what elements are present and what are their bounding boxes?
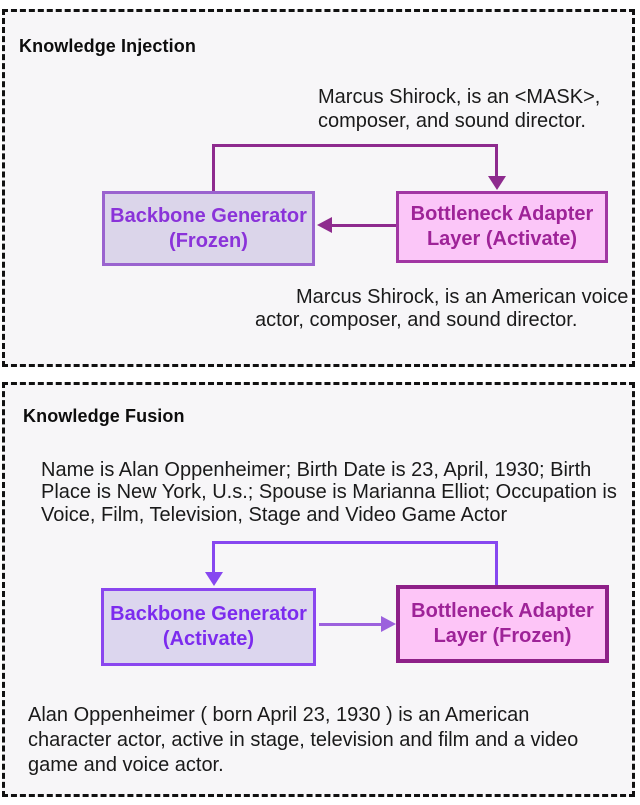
knowledge-fusion-panel: Knowledge Fusion Name is Alan Oppenheime… <box>2 382 635 797</box>
bottleneck-adapter-frozen-box: Bottleneck Adapter Layer (Frozen) <box>396 585 609 663</box>
knowledge-injection-title: Knowledge Injection <box>19 36 196 56</box>
arrowhead-down-icon <box>205 572 223 586</box>
knowledge-injection-panel: Knowledge Injection Marcus Shirock, is a… <box>2 9 635 367</box>
arrowhead-left-icon <box>317 217 332 233</box>
backbone-box-label-line2: (Frozen) <box>169 229 248 252</box>
masked-input-text-line2: composer, and sound director. <box>318 110 586 132</box>
fused-output-text-line1: Alan Oppenheimer ( born April 23, 1930 )… <box>28 704 530 726</box>
fused-output-text-line2: character actor, active in stage, televi… <box>28 729 579 751</box>
backbone-box-label-line1: Backbone Generator <box>110 603 307 625</box>
generated-output-text-line1: Marcus Shirock, is an American voice <box>296 286 629 308</box>
masked-input-text-line1: Marcus Shirock, is an <MASK>, <box>318 86 601 108</box>
backbone-generator-frozen-box: Backbone Generator (Frozen) <box>102 191 315 266</box>
adapter-box-label-line2: Layer (Frozen) <box>433 625 572 647</box>
backbone-box-label-line1: Backbone Generator <box>110 204 307 227</box>
injection-transfer-arrow-line <box>331 224 396 227</box>
adapter-box-label-line2: Layer (Activate) <box>426 228 578 250</box>
backbone-generator-activate-box: Backbone Generator (Activate) <box>101 588 316 666</box>
adapter-box-label-line1: Bottleneck Adapter <box>411 600 594 622</box>
fused-output-text-line3: game and voice actor. <box>28 754 224 776</box>
fact-input-text-line2: Place is New York, U.s.; Spouse is Maria… <box>41 481 617 503</box>
adapter-box-label-line1: Bottleneck Adapter <box>410 203 594 225</box>
fact-input-text-line3: Voice, Film, Television, Stage and Video… <box>41 504 508 526</box>
injection-loop-left-segment <box>212 144 215 191</box>
arrowhead-right-icon <box>381 616 396 632</box>
knowledge-fusion-title: Knowledge Fusion <box>23 406 185 426</box>
fusion-loop-right-segment <box>495 541 498 585</box>
bottleneck-adapter-activate-box: Bottleneck Adapter Layer (Activate) <box>396 191 608 263</box>
arrowhead-down-icon <box>488 176 506 190</box>
injection-loop-top-segment <box>212 144 498 147</box>
generated-output-text-line2: actor, composer, and sound director. <box>255 309 578 331</box>
fact-input-text-line1: Name is Alan Oppenheimer; Birth Date is … <box>41 459 592 481</box>
fusion-loop-top-segment <box>212 541 498 544</box>
injection-loop-right-segment <box>495 144 498 178</box>
fusion-transfer-arrow-line <box>319 623 383 626</box>
backbone-box-label-line2: (Activate) <box>162 628 255 650</box>
fusion-loop-left-segment <box>212 541 215 574</box>
